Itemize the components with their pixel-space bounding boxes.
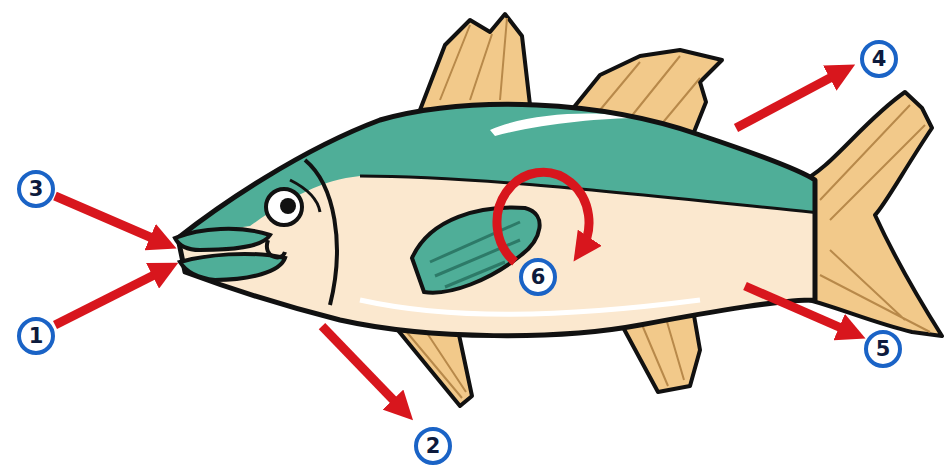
callout-number: 2 — [414, 427, 452, 465]
lateral-line — [360, 176, 830, 214]
eye — [266, 189, 302, 225]
fin-rays — [440, 18, 507, 100]
gill-cover — [305, 160, 337, 305]
fin-rays — [820, 105, 930, 332]
inflow-arrow — [55, 196, 166, 244]
fin-rays — [405, 330, 466, 398]
arrows — [55, 70, 855, 412]
inflow-arrow — [55, 268, 168, 325]
fish-body — [150, 40, 830, 336]
outflow-arrow — [745, 286, 855, 334]
cycle-arrow — [497, 172, 589, 262]
callout-number: 3 — [17, 170, 55, 208]
highlight — [490, 114, 640, 136]
body-outline — [178, 104, 815, 335]
outflow-arrow — [322, 326, 405, 412]
tail-fin — [800, 92, 942, 336]
outflow-arrow — [736, 70, 845, 128]
pupil — [280, 198, 296, 214]
mouth-corner — [267, 240, 285, 257]
callout-number: 5 — [864, 330, 902, 368]
callout-number: 6 — [519, 258, 557, 296]
lower-lip — [180, 254, 285, 280]
callout-number: 4 — [860, 40, 898, 78]
upper-lip — [175, 229, 270, 250]
callout-number: 1 — [17, 317, 55, 355]
belly-highlight — [360, 300, 700, 314]
dorsal-fin — [420, 14, 530, 110]
